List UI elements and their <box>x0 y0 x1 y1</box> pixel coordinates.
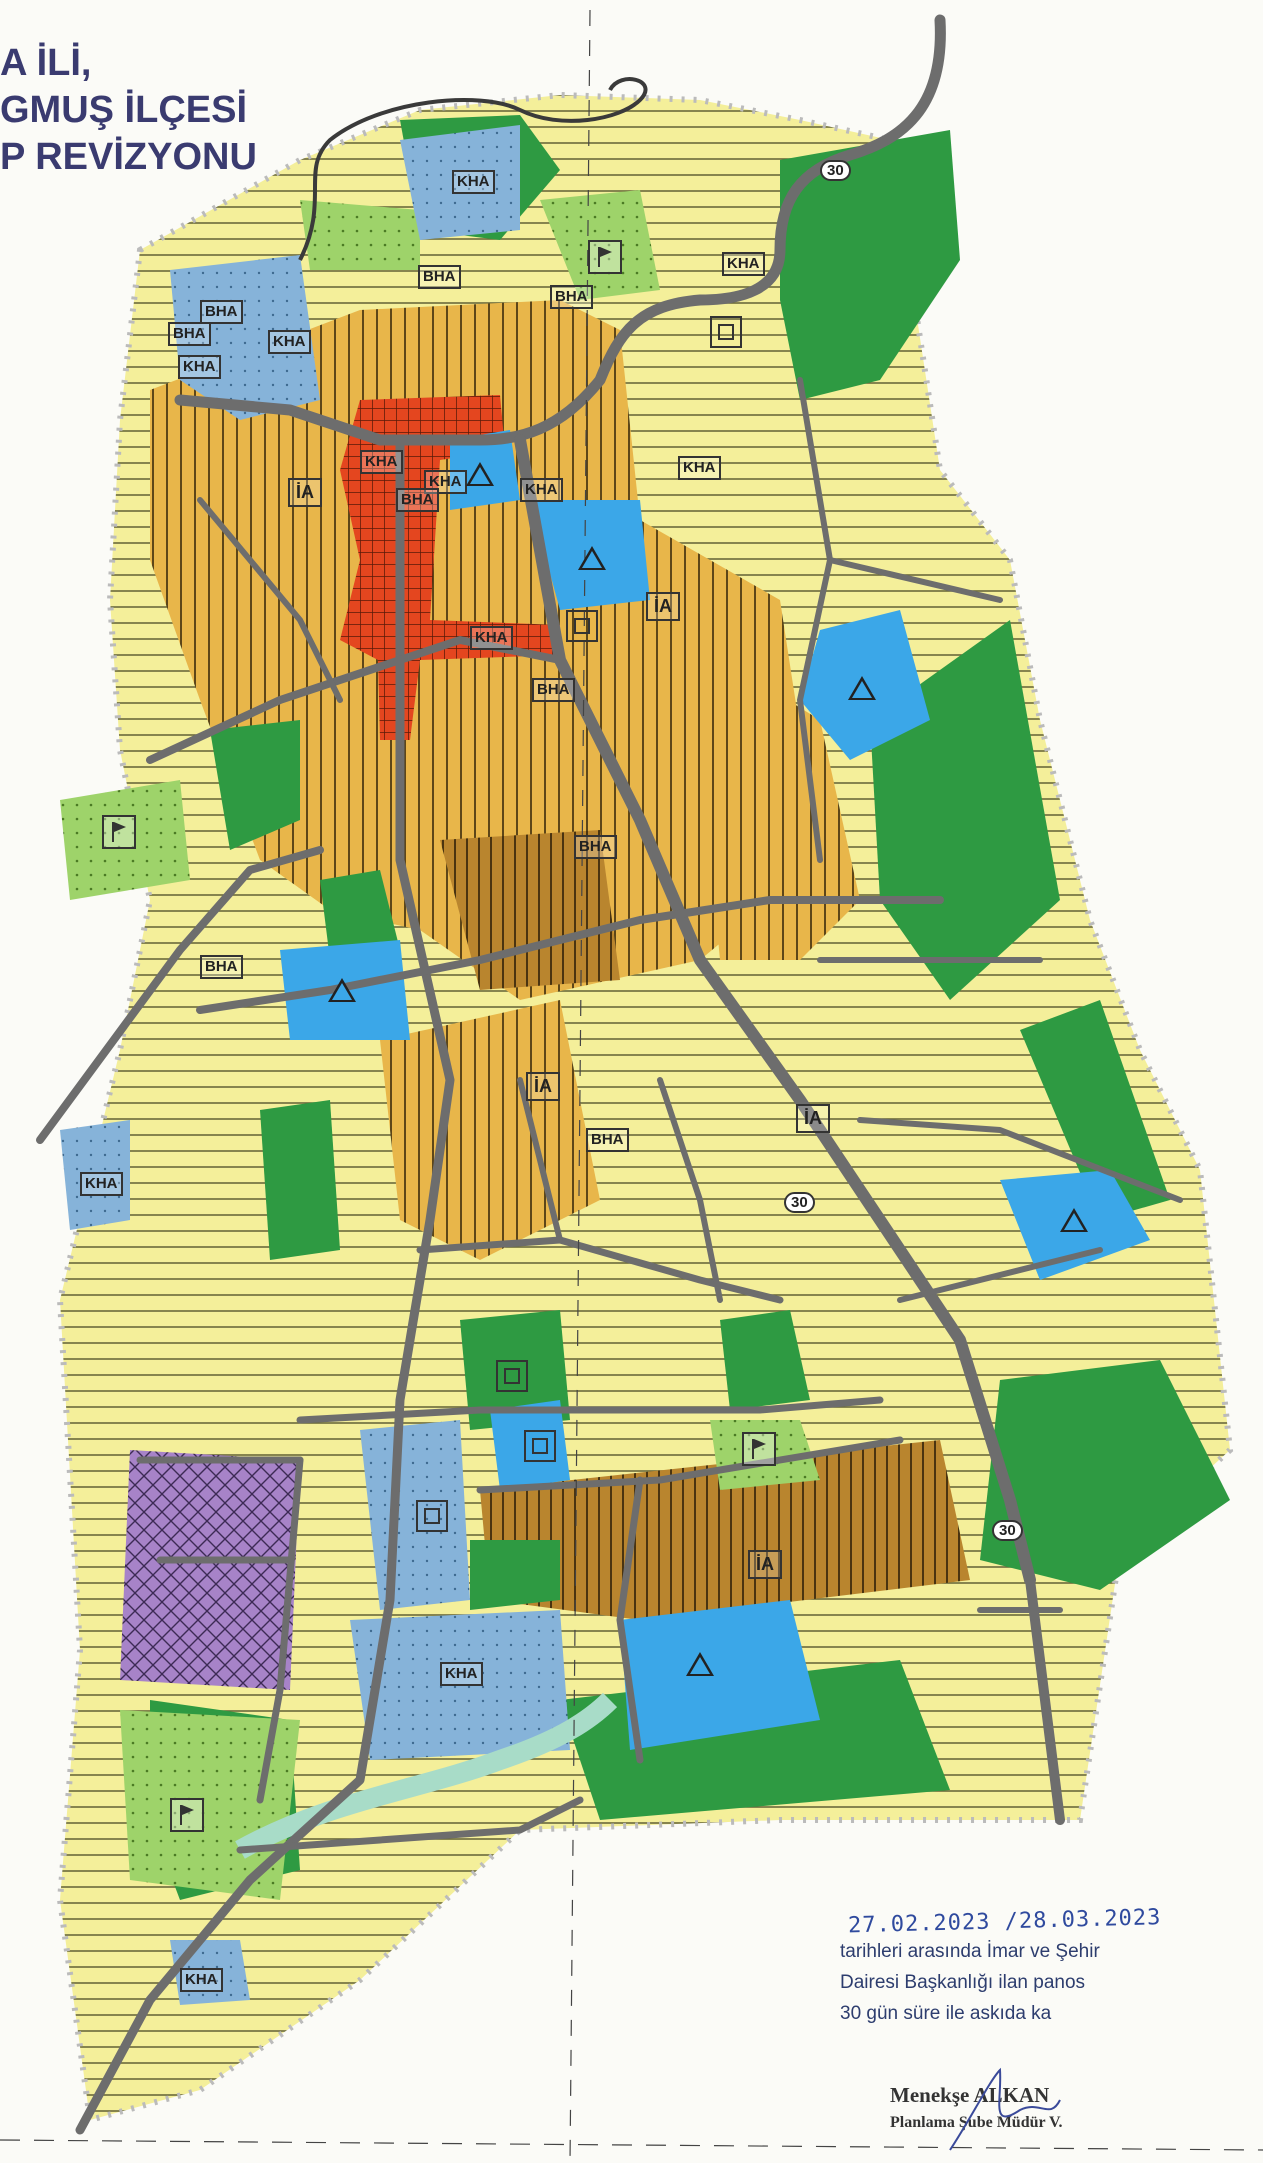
title-line-1: A İLİ, <box>0 42 92 84</box>
bha-label: BHA <box>550 285 593 309</box>
square-symbol-icon <box>524 1430 556 1462</box>
triangle-icon <box>578 546 606 570</box>
road-number-badge: 30 <box>784 1192 815 1213</box>
map-title: A İLİ, GMUŞ İLÇESİ P REVİZYONU <box>0 40 257 181</box>
triangle-icon <box>686 1652 714 1676</box>
signature-block: Menekşe ALKAN Planlama Şube Müdür V. <box>890 2083 1230 2132</box>
signatory-name: Menekşe ALKAN <box>890 2083 1050 2107</box>
bha-label: BHA <box>396 488 439 512</box>
bha-label: BHA <box>586 1128 629 1152</box>
kha-label: KHA <box>424 470 467 494</box>
zone-industrial <box>120 1450 300 1690</box>
green-north-west <box>300 200 420 270</box>
fold-line-horizontal <box>0 2139 1263 2151</box>
ia-label: İA <box>646 592 680 621</box>
road-network <box>36 14 1183 2135</box>
zone-kha-west <box>60 1120 130 1230</box>
ia-label: İA <box>796 1104 830 1133</box>
ia-label: İA <box>526 1072 560 1101</box>
park-center-3 <box>720 1310 810 1410</box>
park-southeast <box>980 1360 1230 1590</box>
kha-label: KHA <box>80 1172 123 1196</box>
kha-label: KHA <box>360 450 403 474</box>
kha-label: KHA <box>470 626 513 650</box>
park-south-center <box>470 1540 560 1610</box>
announcement-line-1: tarihleri arasında İmar ve Şehir <box>840 1941 1100 1962</box>
bha-label: BHA <box>574 835 617 859</box>
bha-label: BHA <box>418 265 461 289</box>
kha-label: KHA <box>452 170 495 194</box>
park-mid <box>320 870 400 960</box>
flag-icon <box>588 240 622 274</box>
zone-brown-1 <box>440 830 620 990</box>
creek <box>235 1692 618 1859</box>
bha-label: BHA <box>168 322 211 346</box>
square-symbol-icon <box>566 610 598 642</box>
kha-label: KHA <box>268 330 311 354</box>
square-symbol-icon <box>416 1500 448 1532</box>
flag-icon <box>742 1432 776 1466</box>
park-center-1 <box>260 1100 340 1260</box>
park-west <box>210 720 300 850</box>
square-symbol-icon <box>496 1360 528 1392</box>
road-number-badge: 30 <box>992 1520 1023 1541</box>
kha-label: KHA <box>678 456 721 480</box>
signatory-role: Planlama Şube Müdür V. <box>890 2114 1063 2131</box>
kha-label: KHA <box>722 252 765 276</box>
triangle-icon <box>466 462 494 486</box>
square-symbol-icon <box>710 316 742 348</box>
green-north-east <box>540 190 660 300</box>
bha-label: BHA <box>532 678 575 702</box>
ia-label: İA <box>748 1550 782 1579</box>
title-line-2: GMUŞ İLÇESİ <box>0 89 248 131</box>
kha-label: KHA <box>178 355 221 379</box>
flag-icon <box>102 815 136 849</box>
bha-label: BHA <box>200 955 243 979</box>
park-east-north <box>780 130 960 400</box>
road-number-badge: 30 <box>820 160 851 181</box>
green-west <box>60 780 190 900</box>
signature-scribble <box>949 2067 1061 2151</box>
triangle-icon <box>328 978 356 1002</box>
kha-label: KHA <box>180 1968 223 1992</box>
park-center-2 <box>460 1310 570 1430</box>
triangle-icon <box>1060 1208 1088 1232</box>
river <box>298 77 648 261</box>
kha-label: KHA <box>440 1662 483 1686</box>
bha-label: BHA <box>200 300 243 324</box>
kha-label: KHA <box>520 478 563 502</box>
announcement-line-3: 30 gün süre ile askıda ka <box>840 2003 1052 2024</box>
green-center-south <box>710 1420 820 1490</box>
announcement-stamp: 27.02.2023 /28.03.2023 tarihleri arasınd… <box>840 1905 1260 2029</box>
title-line-3: P REVİZYONU <box>0 136 257 178</box>
zone-city-center <box>340 395 560 740</box>
flag-icon <box>170 1798 204 1832</box>
zone-kha-north <box>400 125 520 240</box>
zone-education-7 <box>490 1400 570 1490</box>
park-east-long <box>1020 1000 1170 1220</box>
announcement-line-2: Dairesi Başkanlığı ilan panos <box>840 1972 1086 1993</box>
triangle-icon <box>848 676 876 700</box>
ia-label: İA <box>288 478 322 507</box>
zone-education-6 <box>620 1600 820 1750</box>
